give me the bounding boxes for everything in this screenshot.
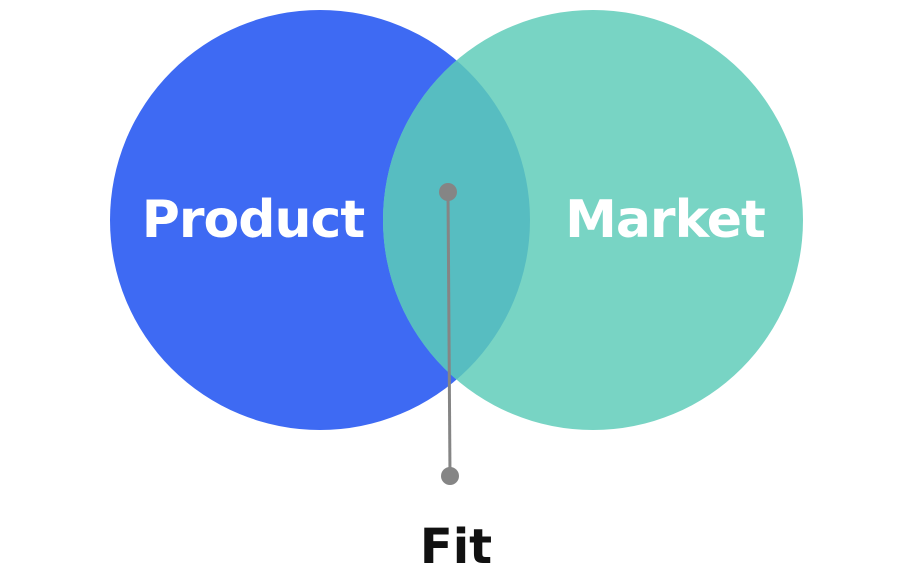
product-label: Product	[142, 190, 365, 250]
fit-label: Fit	[420, 519, 492, 575]
fit-connector-top-dot	[439, 183, 457, 201]
fit-connector-line	[446, 191, 452, 477]
fit-overlap	[383, 10, 530, 430]
fit-connector-bottom-dot	[441, 467, 459, 485]
market-label: Market	[565, 190, 765, 250]
